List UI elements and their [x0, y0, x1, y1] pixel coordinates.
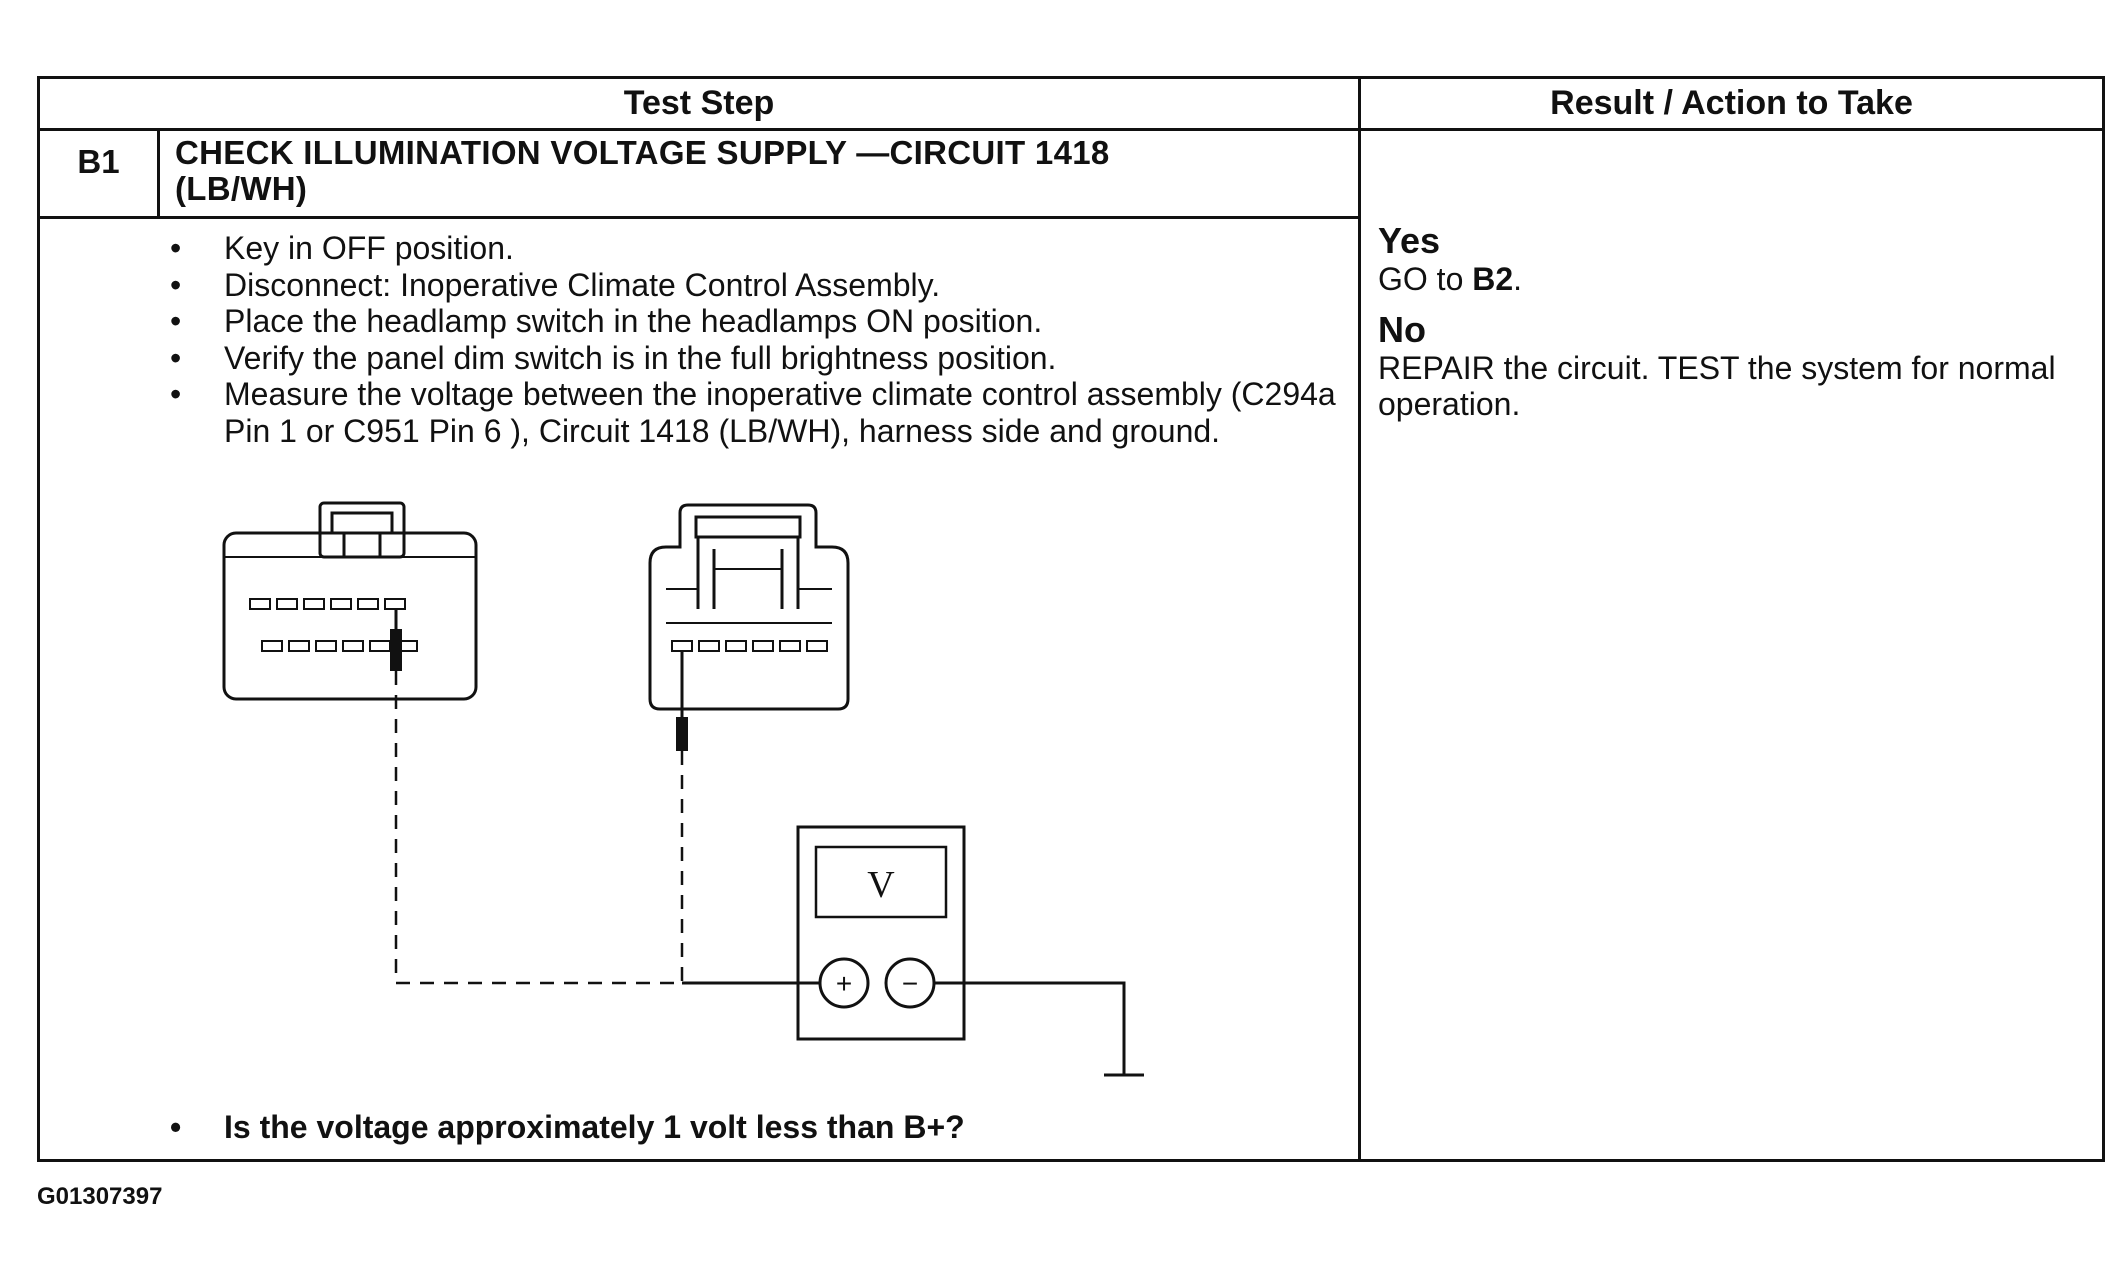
yes-action-target: B2 — [1472, 261, 1514, 297]
instruction-item: Disconnect: Inoperative Climate Control … — [170, 267, 1340, 304]
step-id: B1 — [77, 143, 120, 180]
test-step-table: Test Step Result / Action to Take B1 CHE… — [37, 76, 2105, 1162]
test-question: Is the voltage approximately 1 volt less… — [170, 1109, 1340, 1146]
ground-icon — [934, 981, 1144, 1077]
step-title-line2: (LB/WH) — [175, 170, 308, 207]
step-id-divider — [157, 131, 160, 216]
figure-id: G01307397 — [37, 1183, 163, 1210]
step-title-line1: CHECK ILLUMINATION VOLTAGE SUPPLY —CIRCU… — [175, 134, 1110, 171]
step-title: CHECK ILLUMINATION VOLTAGE SUPPLY —CIRCU… — [175, 135, 1325, 207]
voltage-test-diagram: V + − — [222, 501, 1144, 1077]
step-title-divider — [40, 216, 1358, 219]
test-leads — [394, 671, 684, 985]
probe-tip — [390, 629, 402, 671]
yes-action-prefix: GO to — [1378, 261, 1473, 297]
instruction-item: Key in OFF position. — [170, 230, 1340, 267]
plus-symbol: + — [836, 968, 852, 999]
plus-terminal — [818, 957, 870, 1009]
header-divider — [40, 128, 2102, 131]
volt-symbol: V — [867, 864, 895, 906]
yes-label: Yes — [1378, 220, 1441, 261]
column-divider — [1358, 79, 1361, 1159]
yes-action-suffix: . — [1513, 261, 1523, 297]
result-panel: Yes GO to B2. No REPAIR the circuit. TES… — [1378, 221, 2098, 423]
connector-c294a — [222, 501, 478, 701]
test-step-header: Test Step — [623, 84, 775, 122]
minus-symbol: − — [902, 968, 918, 999]
no-action: REPAIR the circuit. TEST the system for … — [1378, 349, 2056, 423]
instruction-item: Place the headlamp switch in the headlam… — [170, 303, 1340, 340]
instruction-list: Key in OFF position. Disconnect: Inopera… — [170, 230, 1340, 449]
instruction-item: Measure the voltage between the inoperat… — [170, 376, 1340, 449]
probe-tip — [676, 717, 688, 751]
no-label: No — [1378, 308, 1426, 350]
yes-action: GO to B2. — [1378, 261, 2098, 298]
result-header: Result / Action to Take — [1550, 84, 1913, 122]
instruction-item: Verify the panel dim switch is in the fu… — [170, 340, 1340, 377]
voltmeter: V + − — [796, 825, 966, 1041]
connector-c951 — [648, 503, 850, 711]
